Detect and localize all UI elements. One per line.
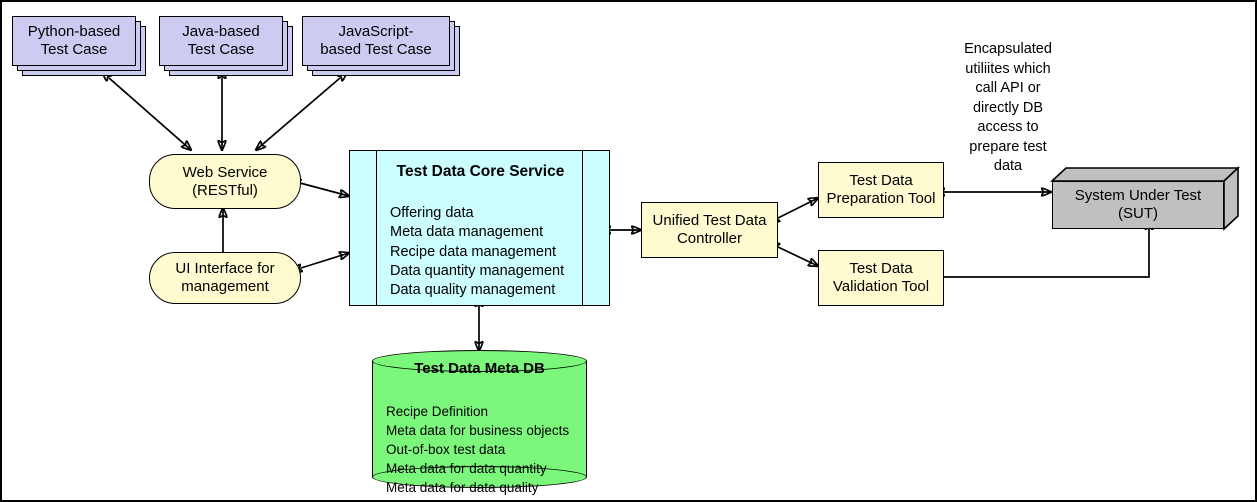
test-case-java-line1: Java-based [182, 23, 260, 41]
test-case-java-label: Java-based Test Case [159, 16, 283, 66]
ui-interface-line1: UI Interface for [175, 260, 275, 277]
test-case-java[interactable]: Java-based Test Case [159, 16, 293, 76]
controller-line2: Controller [676, 230, 742, 247]
preparation-tool-line2: Preparation Tool [826, 190, 936, 207]
edge-ui-core [301, 253, 349, 268]
test-case-javascript-line2: based Test Case [320, 41, 432, 58]
edge-webservice-core [300, 183, 349, 196]
test-case-javascript-line1: JavaScript- [338, 23, 414, 41]
test-data-preparation-tool[interactable]: Test Data Preparation Tool [818, 162, 944, 218]
test-case-python-label: Python-based Test Case [12, 16, 136, 66]
controller-line1: Unified Test Data [652, 212, 767, 229]
test-case-javascript-label: JavaScript- based Test Case [302, 16, 450, 66]
card-sheet-front [159, 16, 283, 66]
component-divider-right [582, 151, 583, 305]
card-sheet-front [302, 16, 450, 66]
cylinder-top-cap [372, 350, 587, 372]
annotation-line: Encapsulated [964, 41, 1052, 57]
encapsulated-utilities-annotation: Encapsulated utiliites which call API or… [948, 40, 1068, 177]
database-item: Meta data for business objects [386, 423, 570, 438]
test-case-python-line1: Python-based [27, 23, 121, 41]
core-service-item: Recipe data management [390, 243, 557, 260]
core-service-feature-list: Offering data Meta data management Recip… [390, 204, 564, 300]
cylinder-body [372, 361, 587, 477]
validation-tool-line1: Test Data [849, 260, 913, 277]
database-item: Out-of-box test data [386, 442, 506, 457]
core-service-item: Data quantity management [390, 262, 565, 279]
core-service-item: Offering data [390, 205, 474, 221]
database-item: Meta data for data quantity [386, 461, 547, 476]
database-item: Recipe Definition [386, 404, 489, 419]
edge-controller-validation [778, 247, 818, 266]
test-case-python-line2: Test Case [40, 41, 108, 58]
system-under-test-node[interactable]: System Under Test (SUT) [1049, 166, 1242, 231]
validation-tool-line2: Validation Tool [832, 278, 930, 295]
database-item-list: Recipe Definition Meta data for business… [386, 402, 569, 497]
edge-python-webservice [109, 78, 191, 150]
web-service-line2: (RESTful) [192, 181, 258, 199]
annotation-line: prepare test [969, 138, 1047, 155]
annotation-line: call API or [975, 80, 1041, 96]
sut-front-face: System Under Test (SUT) [1052, 181, 1224, 229]
card-sheet-front [12, 16, 136, 66]
web-service-node[interactable]: Web Service (RESTful) [149, 154, 301, 209]
edge-javascript-webservice [256, 78, 340, 150]
ui-interface-line2: management [181, 278, 269, 295]
sut-line2: (SUT) [1117, 205, 1158, 222]
component-divider-left [376, 151, 377, 305]
preparation-tool-line1: Test Data [849, 172, 913, 189]
edge-validation-sut [944, 220, 1149, 278]
edge-controller-preparation [778, 198, 818, 218]
database-title: Test Data Meta DB [414, 360, 545, 377]
core-service-title: Test Data Core Service [396, 163, 565, 180]
annotation-line: directly DB [972, 99, 1044, 116]
web-service-line1: Web Service [182, 163, 268, 181]
core-service-item: Meta data management [390, 224, 544, 241]
annotation-line: utiliites which [965, 60, 1051, 77]
annotation-line: data [993, 158, 1023, 174]
cylinder-bottom-cap [372, 466, 587, 488]
unified-test-data-controller[interactable]: Unified Test Data Controller [641, 202, 778, 258]
test-case-java-line2: Test Case [187, 41, 255, 58]
test-case-javascript[interactable]: JavaScript- based Test Case [302, 16, 460, 76]
sut-line1: System Under Test [1074, 187, 1202, 204]
test-data-validation-tool[interactable]: Test Data Validation Tool [818, 250, 944, 306]
test-data-core-service[interactable]: Test Data Core Service Offering data Met… [349, 150, 610, 306]
core-service-item: Data quality management [390, 282, 556, 299]
ui-interface-node[interactable]: UI Interface for management [149, 252, 301, 304]
annotation-line: access to [977, 119, 1039, 135]
test-case-python[interactable]: Python-based Test Case [12, 16, 146, 76]
database-item: Meta data for data quality [386, 480, 539, 495]
test-data-meta-db[interactable]: Test Data Meta DB Recipe Definition Meta… [372, 350, 587, 495]
